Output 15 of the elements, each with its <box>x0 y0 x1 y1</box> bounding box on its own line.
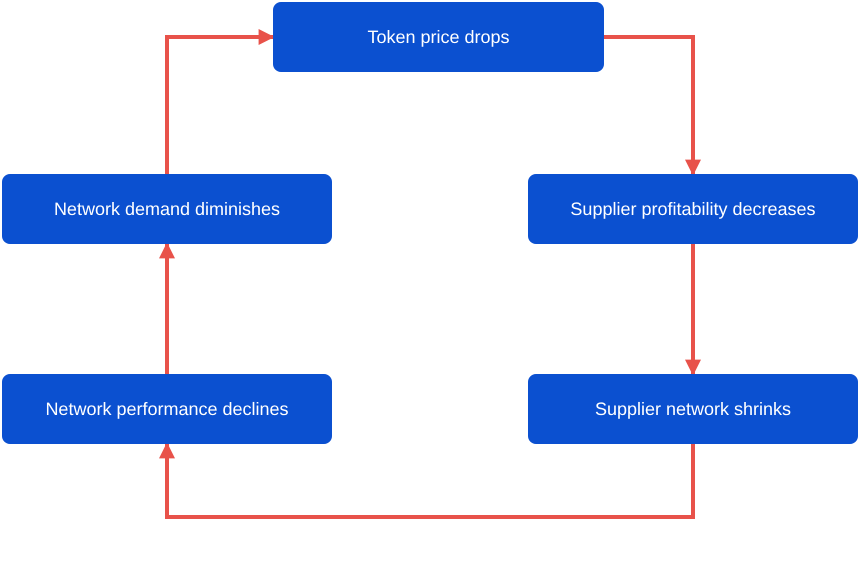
step-text: Network performance declines <box>45 398 289 420</box>
process-box <box>528 174 858 244</box>
step-text: Supplier network shrinks <box>594 398 792 420</box>
arrow <box>165 29 275 174</box>
step-text: Token price drops <box>367 26 510 48</box>
process-box <box>2 374 332 444</box>
arrow <box>159 442 695 519</box>
process-box <box>2 174 332 244</box>
arrow <box>604 35 701 176</box>
process-box <box>273 2 604 72</box>
step-text: Supplier profitability decreases <box>570 198 816 220</box>
arrow <box>159 242 175 374</box>
step-text: Network demand diminishes <box>54 198 280 220</box>
process-box <box>528 374 858 444</box>
arrow <box>685 244 701 376</box>
